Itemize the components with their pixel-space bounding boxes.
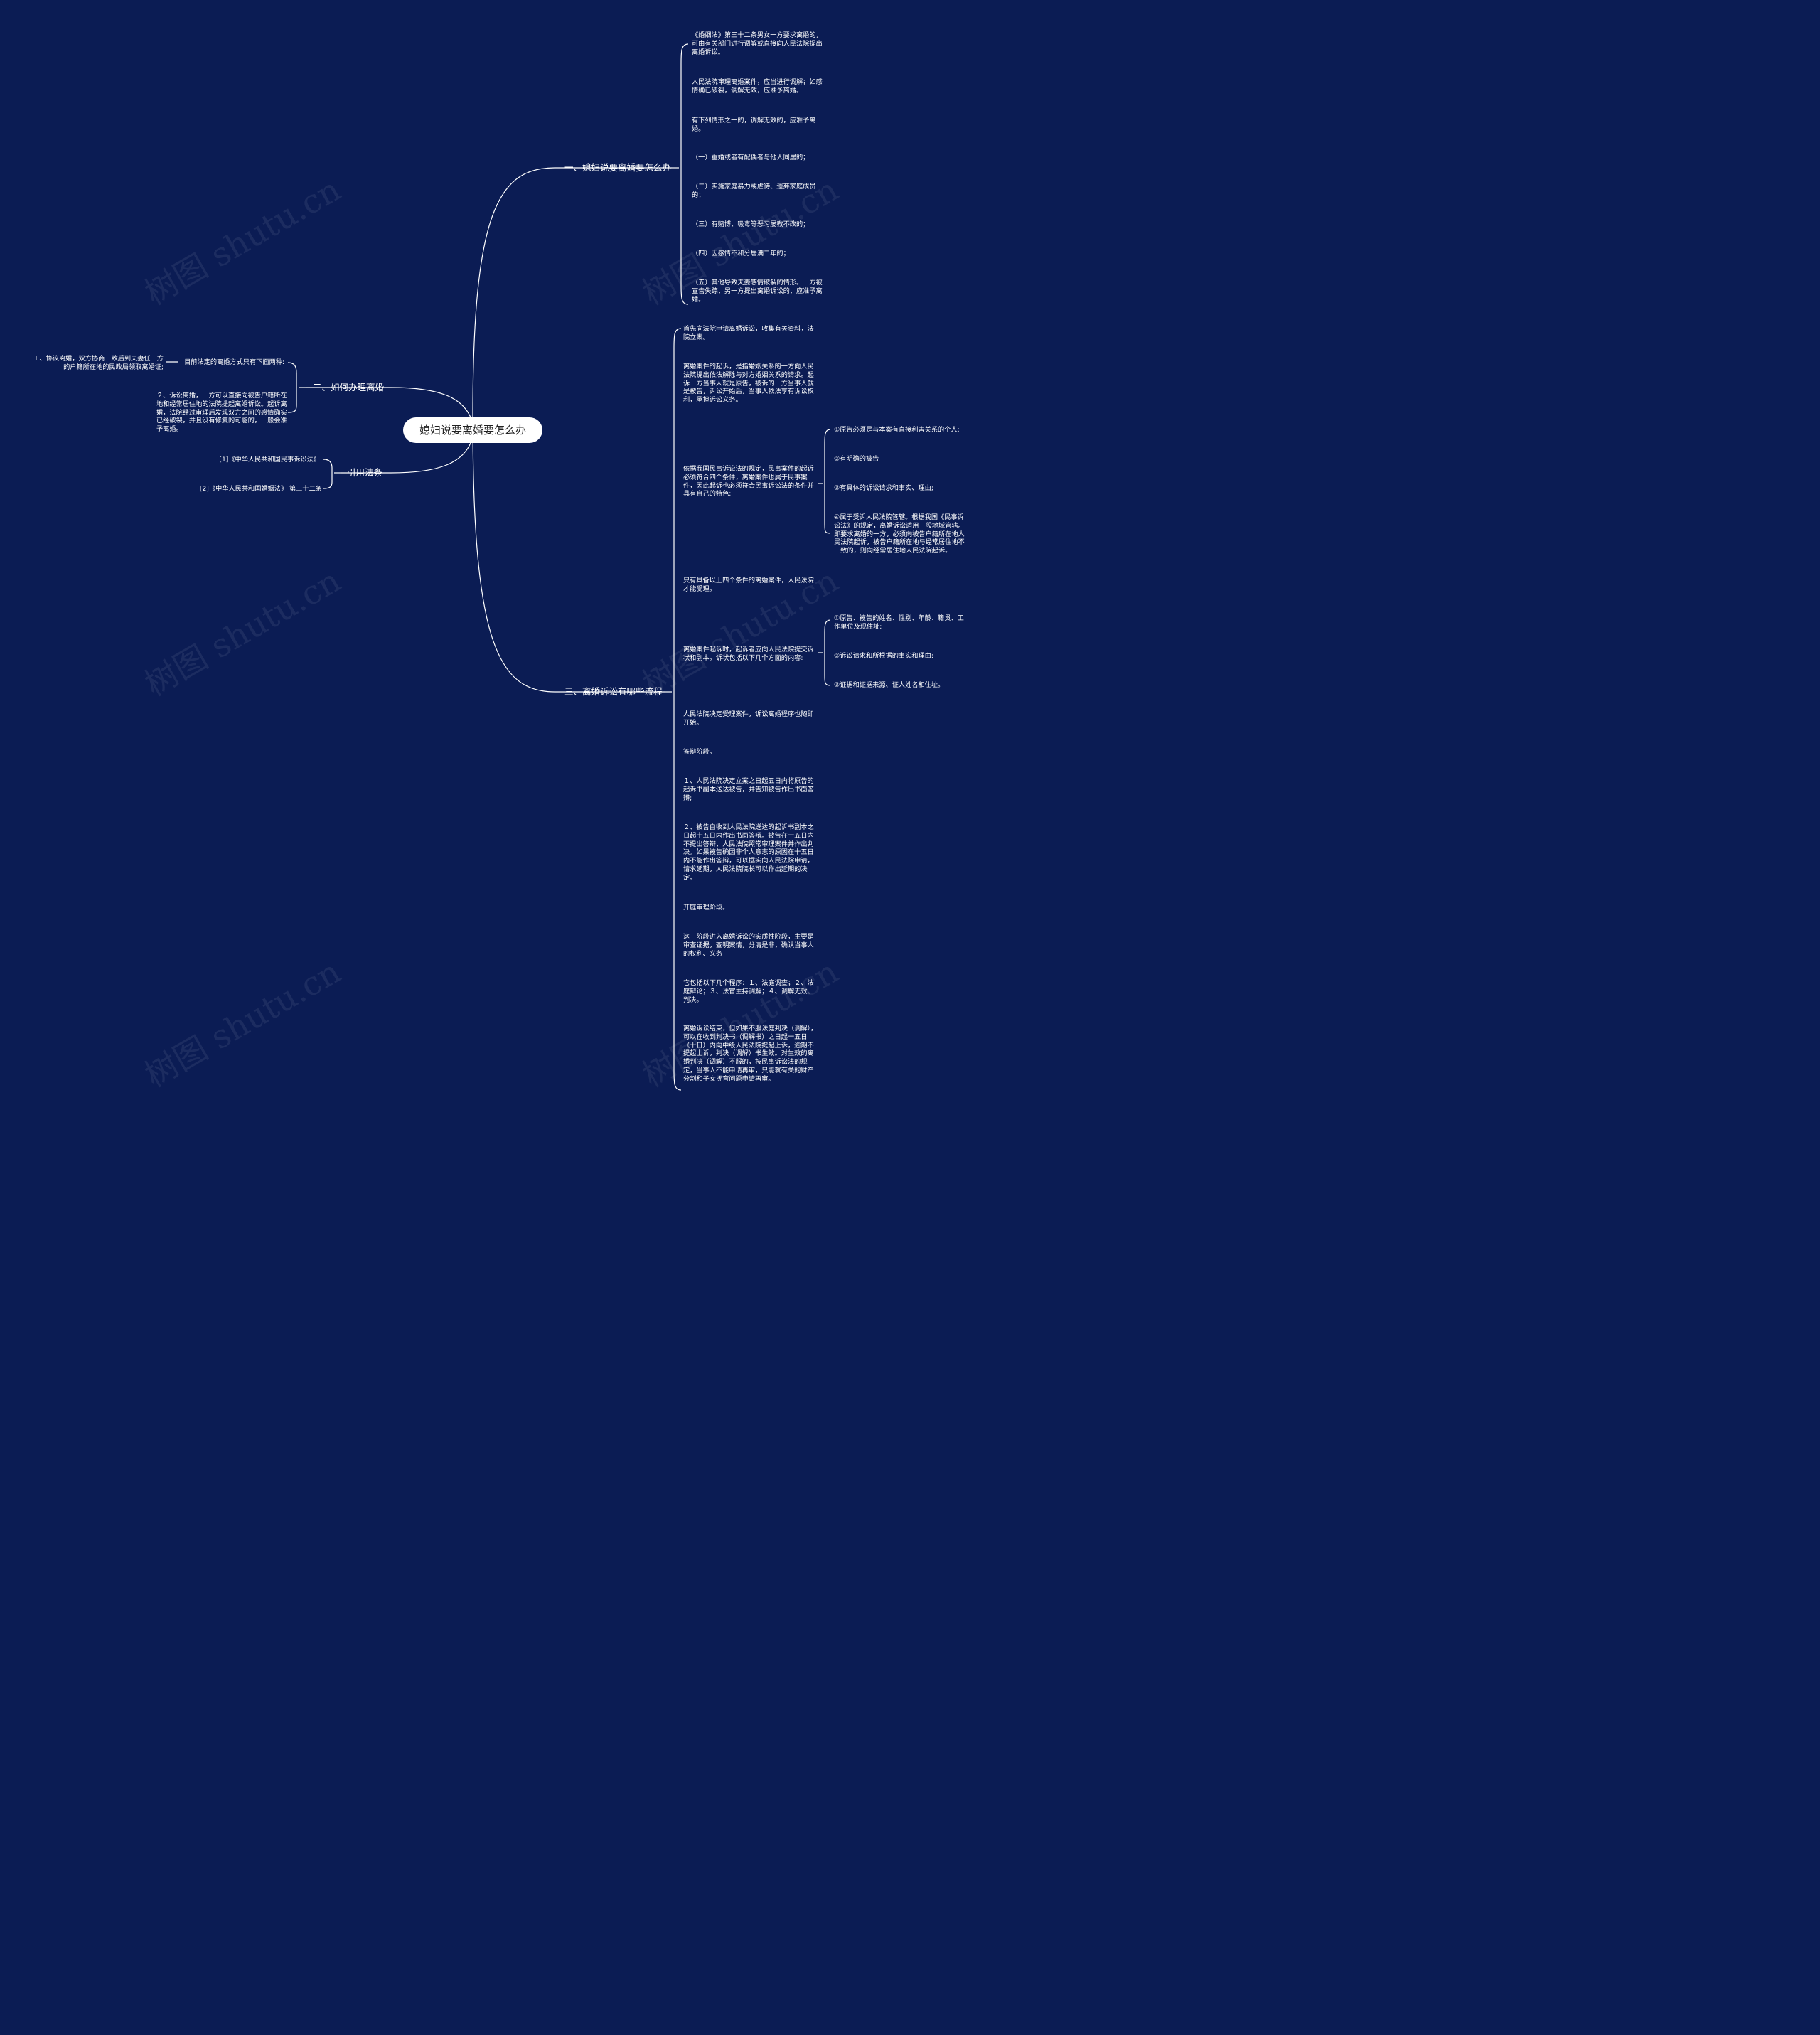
leaf-node[interactable]: 目前法定的离婚方式只有下面两种:: [184, 358, 284, 366]
root-node[interactable]: 媳妇说要离婚要怎么办: [403, 417, 542, 443]
leaf-node[interactable]: 依据我国民事诉讼法的规定，民事案件的起诉必须符合四个条件，离婚案件也属于民事案件…: [683, 465, 814, 498]
branch-citations-label[interactable]: 引用法条: [347, 467, 383, 478]
leaf-node[interactable]: 这一阶段进入离婚诉讼的实质性阶段，主要是审查证据，查明案情，分清是非，确认当事人…: [683, 933, 814, 958]
leaf-node[interactable]: 只有具备以上四个条件的离婚案件，人民法院才能受理。: [683, 577, 814, 593]
leaf-node[interactable]: ①原告必须是与本案有直接利害关系的个人;: [834, 426, 960, 434]
leaf-node[interactable]: 有下列情形之一的，调解无效的，应准予离婚。: [692, 117, 816, 133]
citation-item[interactable]: [2]《中华人民共和国婚姻法》 第三十二条: [199, 485, 322, 493]
leaf-node[interactable]: （二）实施家庭暴力或虐待、遗弃家庭成员的；: [692, 183, 816, 199]
leaf-node[interactable]: 离婚案件的起诉，是指婚姻关系的一方向人民法院提出依法解除与对方婚姻关系的请求。起…: [683, 363, 814, 405]
citation-item[interactable]: [1]《中华人民共和国民事诉讼法》: [219, 456, 320, 464]
leaf-node[interactable]: ③证据和证据来源、证人姓名和住址。: [834, 681, 945, 689]
leaf-node[interactable]: 开庭审理阶段。: [683, 904, 729, 912]
leaf-node[interactable]: （三）有赌博、吸毒等恶习屡教不改的；: [692, 220, 810, 228]
leaf-node[interactable]: 首先向法院申请离婚诉讼，收集有关资料，法院立案。: [683, 325, 814, 341]
branch-3-label[interactable]: 三、离婚诉讼有哪些流程: [564, 686, 663, 697]
leaf-node[interactable]: １、协议离婚，双方协商一致后到夫妻任一方的户籍所在地的民政局领取离婚证;: [33, 355, 164, 371]
leaf-node[interactable]: ①原告、被告的姓名、性别、年龄、籍贯、工作单位及现住址;: [834, 614, 964, 631]
leaf-node[interactable]: ④属于受诉人民法院管辖。根据我国《民事诉讼法》的规定，离婚诉讼适用一般地域管辖。…: [834, 513, 965, 555]
leaf-node[interactable]: ②有明确的被告: [834, 455, 879, 463]
leaf-node[interactable]: 答辩阶段。: [683, 748, 716, 756]
leaf-node[interactable]: 离婚案件起诉时，起诉者应向人民法院提交诉状和副本。诉状包括以下几个方面的内容:: [683, 646, 814, 662]
leaf-node[interactable]: ③有具体的诉讼请求和事实、理由;: [834, 484, 933, 492]
leaf-node[interactable]: （五）其他导致夫妻感情破裂的情形。一方被宣告失踪，另一方提出离婚诉讼的，应准予离…: [692, 279, 823, 304]
leaf-node[interactable]: ２、诉讼离婚，一方可以直接向被告户籍所在地和经常居住地的法院提起离婚诉讼。起诉离…: [156, 392, 287, 434]
connector-lines: [166, 43, 831, 1091]
leaf-node[interactable]: １、人民法院决定立案之日起五日内将原告的起诉书副本送达被告，并告知被告作出书面答…: [683, 777, 814, 802]
leaf-node[interactable]: （一）重婚或者有配偶者与他人同居的；: [692, 154, 810, 161]
leaf-node[interactable]: 《婚姻法》第三十二条男女一方要求离婚的，可由有关部门进行调解或直接向人民法院提出…: [692, 31, 823, 56]
leaf-node[interactable]: ２、被告自收到人民法院送达的起诉书副本之日起十五日内作出书面答辩。被告在十五日内…: [683, 823, 814, 882]
leaf-node[interactable]: ②诉讼请求和所根据的事实和理由;: [834, 652, 933, 660]
branch-1-label[interactable]: 一、媳妇说要离婚要怎么办: [564, 162, 672, 173]
branch-2-label[interactable]: 二、如何办理离婚: [313, 382, 385, 392]
leaf-node[interactable]: 人民法院决定受理案件，诉讼离婚程序也随即开始。: [683, 710, 814, 727]
leaf-node[interactable]: 人民法院审理离婚案件，应当进行调解；如感情确已破裂，调解无效，应准予离婚。: [692, 78, 823, 95]
leaf-node[interactable]: 离婚诉讼结束，但如果不服法庭判决（调解），可以在收到判决书（调解书）之日起十五日…: [683, 1025, 818, 1083]
leaf-node[interactable]: 它包括以下几个程序：１、法庭调查；２、法庭辩论；３、法官主持调解；４、调解无效、…: [683, 979, 814, 1004]
leaf-node[interactable]: （四）因感情不和分居满二年的；: [692, 250, 790, 257]
